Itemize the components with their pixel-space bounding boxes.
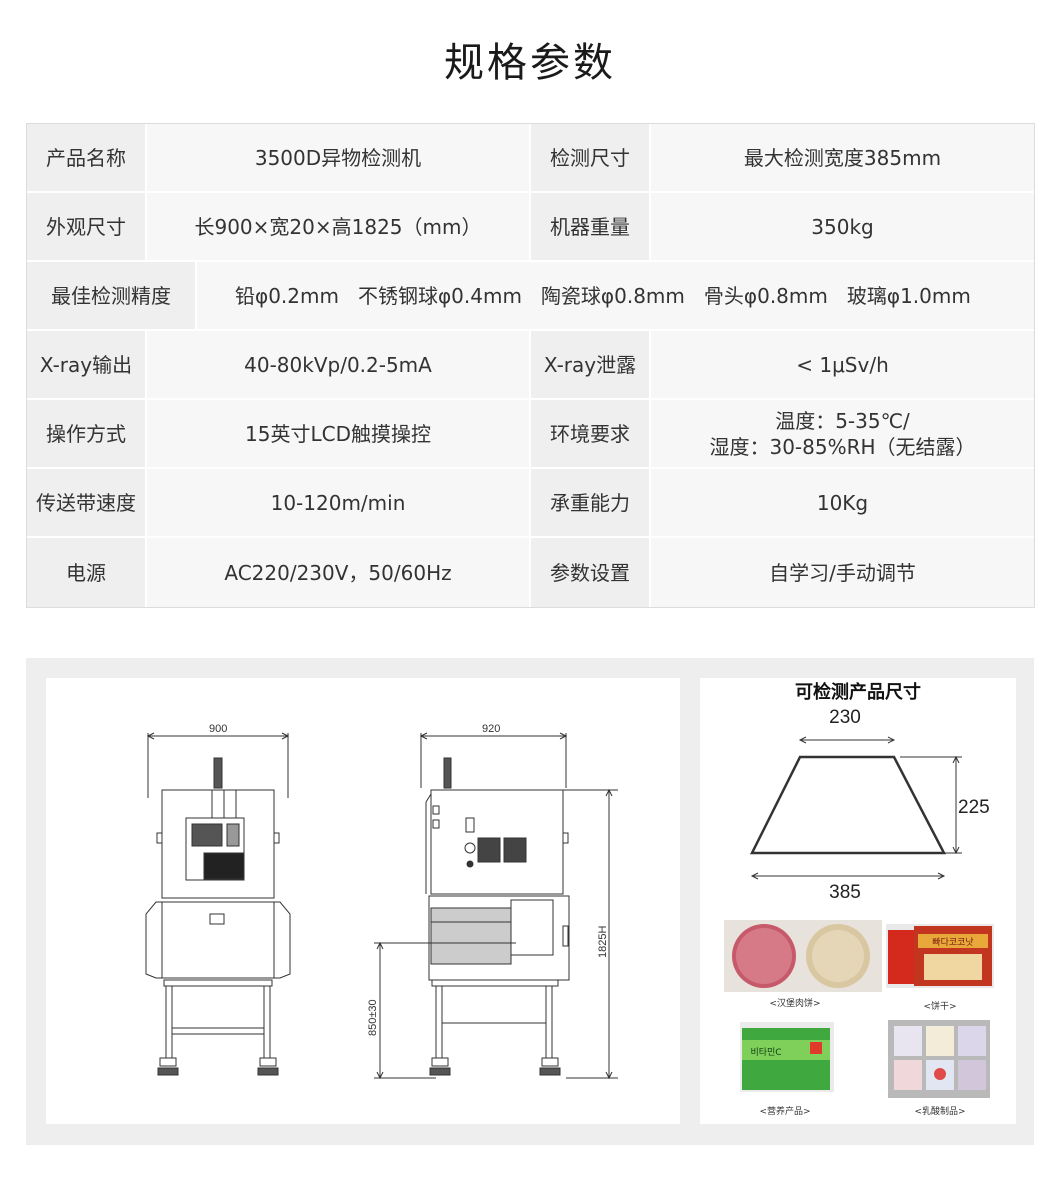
spec-key: 检测尺寸 bbox=[531, 124, 651, 191]
dairy-product-image bbox=[888, 1020, 990, 1098]
side-view bbox=[374, 732, 618, 1080]
side-width-label: 920 bbox=[482, 723, 500, 735]
accuracy-item: 不锈钢球φ0.4mm bbox=[357, 283, 522, 308]
size-diagram-title: 可检测产品尺寸 bbox=[795, 681, 921, 703]
height-label: 1825H bbox=[597, 926, 609, 958]
spec-value: AC220/230V，50/60Hz bbox=[147, 538, 531, 607]
spec-value: 15英寸LCD触摸操控 bbox=[147, 400, 531, 467]
caption-biscuit: <饼干> bbox=[923, 1000, 956, 1012]
machine-drawing-panel: 900 bbox=[46, 678, 680, 1124]
nutrition-product-image bbox=[740, 1022, 834, 1092]
table-row: 产品名称 3500D异物检测机 检测尺寸 最大检测宽度385mm bbox=[27, 124, 1034, 193]
spec-value-env: 温度：5-35℃/ 湿度：30-85%RH（无结露） bbox=[651, 400, 1034, 467]
spec-value: 最大检测宽度385mm bbox=[651, 124, 1034, 191]
figure-area: 900 bbox=[26, 658, 1034, 1145]
nutrition-brand: 비타민C bbox=[750, 1047, 781, 1058]
front-width-label: 900 bbox=[209, 723, 227, 735]
spec-key: X-ray泄露 bbox=[531, 331, 651, 398]
front-view bbox=[145, 732, 291, 1076]
burger-patty-image bbox=[724, 920, 882, 992]
spec-key: X-ray输出 bbox=[27, 331, 147, 398]
spec-value: 长900×宽20×高1825（mm） bbox=[147, 193, 531, 260]
accuracy-item: 陶瓷球φ0.8mm bbox=[540, 283, 685, 308]
env-temperature: 温度：5-35℃/ bbox=[775, 408, 910, 433]
machine-drawing: 900 bbox=[145, 723, 618, 1080]
table-row: 操作方式 15英寸LCD触摸操控 环境要求 温度：5-35℃/ 湿度：30-85… bbox=[27, 400, 1034, 469]
spec-key: 承重能力 bbox=[531, 469, 651, 536]
spec-key: 传送带速度 bbox=[27, 469, 147, 536]
spec-table: 产品名称 3500D异物检测机 检测尺寸 最大检测宽度385mm 外观尺寸 长9… bbox=[26, 123, 1035, 608]
spec-key: 机器重量 bbox=[531, 193, 651, 260]
bottom-width-label: 385 bbox=[829, 882, 861, 903]
product-size-panel: 可检测产品尺寸 230 225 385 bbox=[700, 678, 1016, 1124]
spec-value: 10Kg bbox=[651, 469, 1034, 536]
table-row: 电源 AC220/230V，50/60Hz 参数设置 自学习/手动调节 bbox=[27, 538, 1034, 607]
caption-nutrition: <营养产品> bbox=[759, 1105, 810, 1117]
spec-key: 环境要求 bbox=[531, 400, 651, 467]
accuracy-item: 铅φ0.2mm bbox=[235, 283, 339, 308]
spec-value: < 1μSv/h bbox=[651, 331, 1034, 398]
size-diagram: 可检测产品尺寸 230 225 385 bbox=[724, 681, 994, 1117]
spec-value: 10-120m/min bbox=[147, 469, 531, 536]
accuracy-item: 骨头φ0.8mm bbox=[703, 283, 828, 308]
table-row: 最佳检测精度 铅φ0.2mm 不锈钢球φ0.4mm 陶瓷球φ0.8mm 骨头φ0… bbox=[27, 262, 1034, 331]
accuracy-item: 玻璃φ1.0mm bbox=[846, 283, 971, 308]
spec-value: 3500D异物检测机 bbox=[147, 124, 531, 191]
spec-key: 最佳检测精度 bbox=[27, 262, 197, 329]
caption-dairy: <乳酸制品> bbox=[914, 1105, 965, 1117]
page-title: 规格参数 bbox=[444, 40, 616, 86]
size-shape bbox=[749, 736, 962, 880]
spec-key: 参数设置 bbox=[531, 538, 651, 607]
top-width-label: 230 bbox=[829, 707, 861, 728]
spec-key: 电源 bbox=[27, 538, 147, 607]
conveyor-height-label: 850±30 bbox=[367, 999, 379, 1036]
spec-value: 40-80kVp/0.2-5mA bbox=[147, 331, 531, 398]
height-label: 225 bbox=[958, 797, 990, 818]
spec-key: 操作方式 bbox=[27, 400, 147, 467]
biscuit-brand: 빠다코코낫 bbox=[932, 937, 973, 948]
env-humidity: 湿度：30-85%RH（无结露） bbox=[709, 434, 976, 459]
caption-burger: <汉堡肉饼> bbox=[769, 997, 820, 1009]
table-row: 传送带速度 10-120m/min 承重能力 10Kg bbox=[27, 469, 1034, 538]
spec-value-list: 铅φ0.2mm 不锈钢球φ0.4mm 陶瓷球φ0.8mm 骨头φ0.8mm 玻璃… bbox=[197, 262, 1034, 329]
table-row: X-ray输出 40-80kVp/0.2-5mA X-ray泄露 < 1μSv/… bbox=[27, 331, 1034, 400]
biscuit-image bbox=[886, 924, 994, 988]
spec-key: 外观尺寸 bbox=[27, 193, 147, 260]
table-row: 外观尺寸 长900×宽20×高1825（mm） 机器重量 350kg bbox=[27, 193, 1034, 262]
spec-value: 自学习/手动调节 bbox=[651, 538, 1034, 607]
spec-key: 产品名称 bbox=[27, 124, 147, 191]
spec-value: 350kg bbox=[651, 193, 1034, 260]
